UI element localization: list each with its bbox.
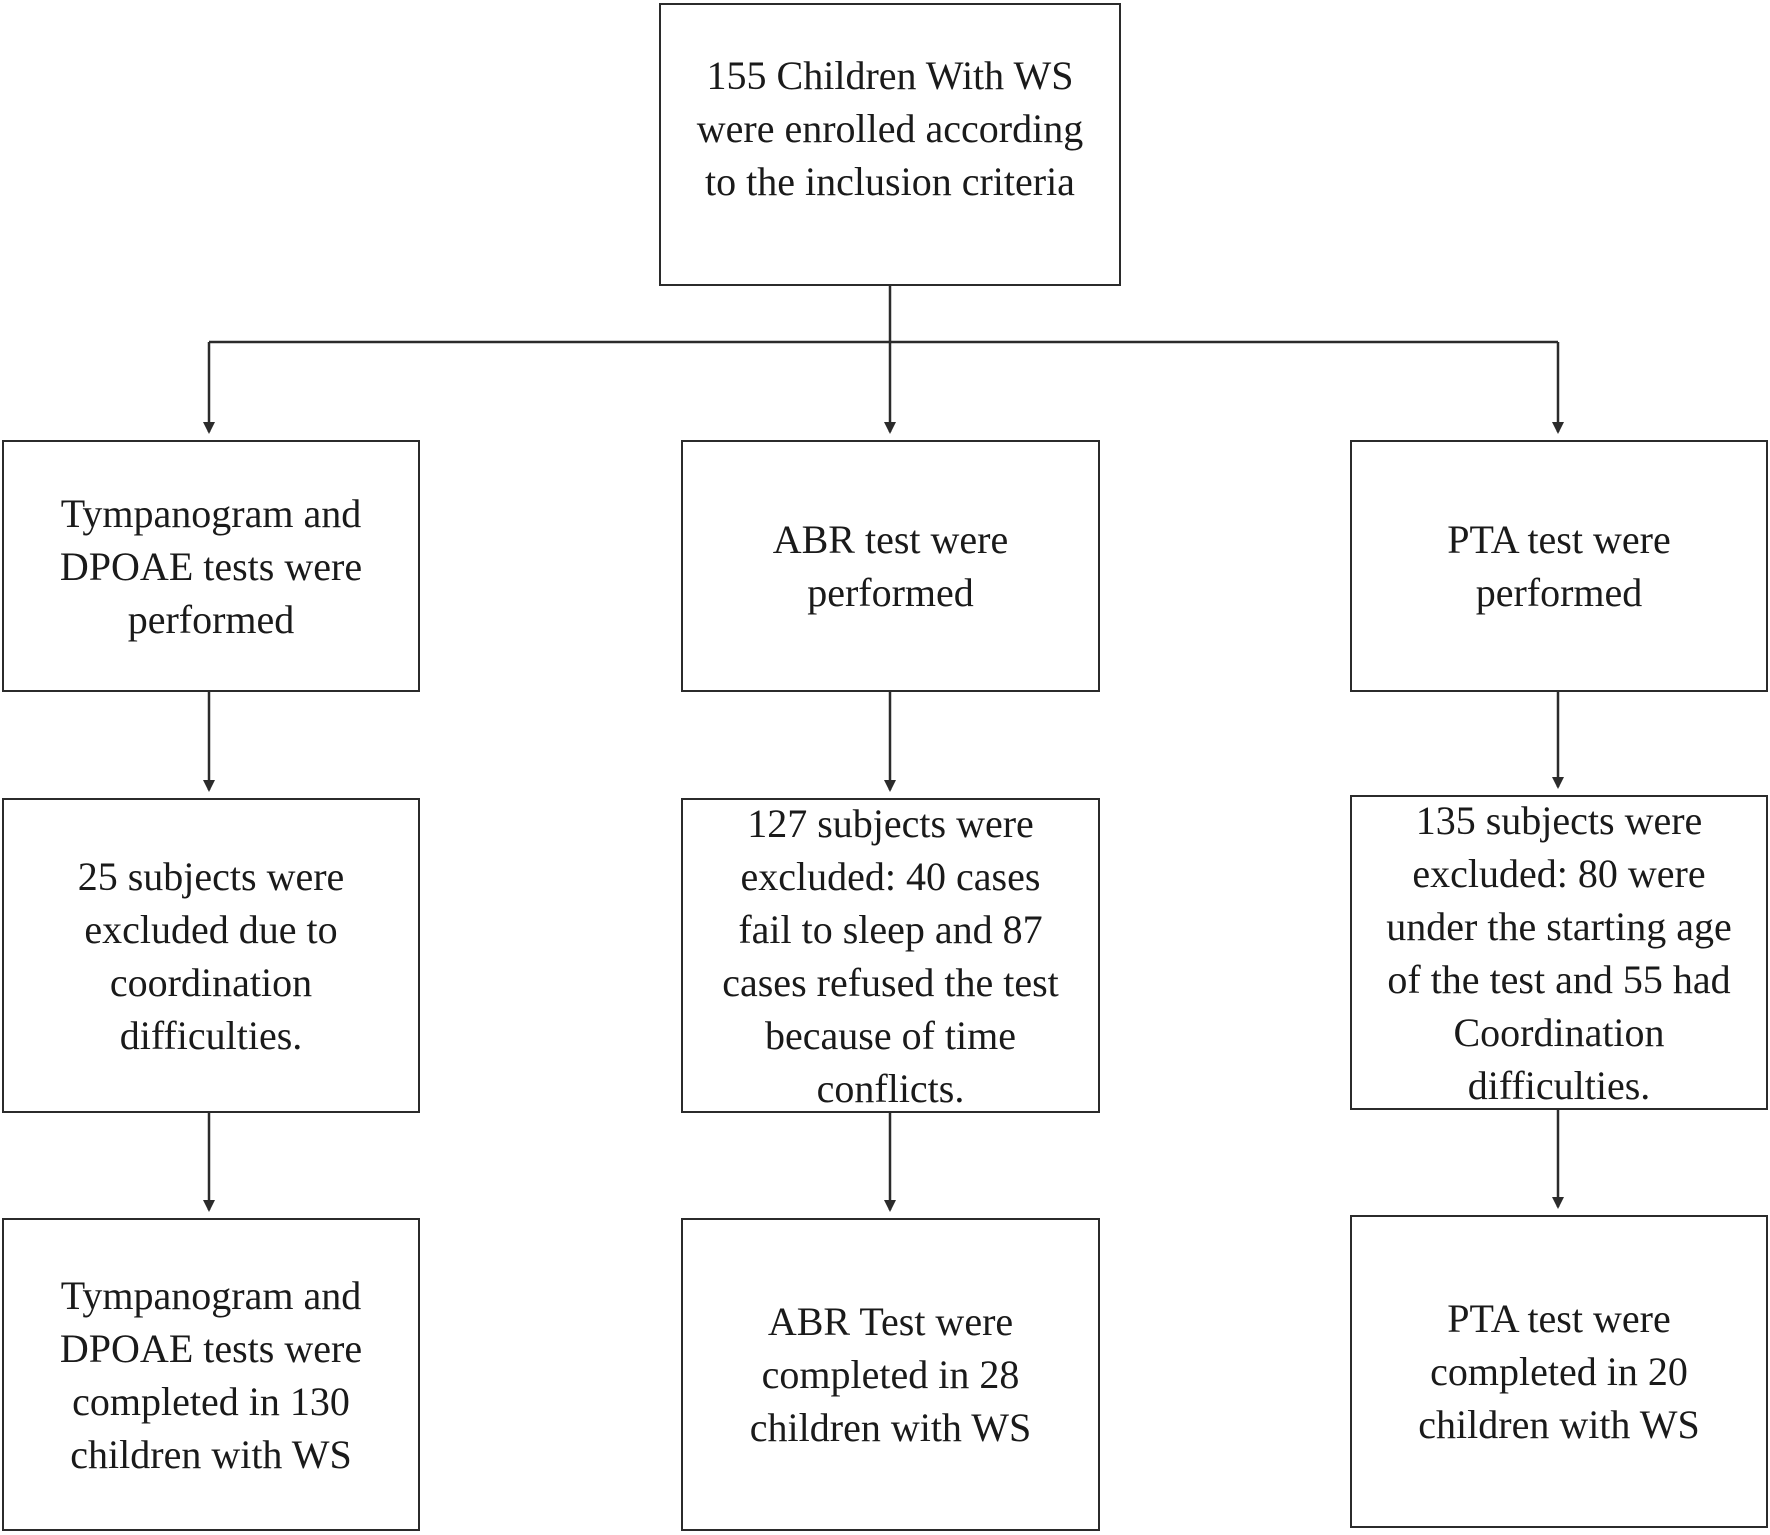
branch-2-completed-text: ABR Test were completed in 28 children w… — [749, 1299, 1032, 1450]
branch-3-completed-box: PTA test were completed in 20 children w… — [1350, 1215, 1768, 1528]
branch-2-excluded-text: 127 subjects were excluded: 40 cases fai… — [722, 800, 1059, 1111]
branch-2-test-text: ABR test were performed — [772, 517, 1009, 615]
branch-1-test-text: Tympanogram and DPOAE tests were perform… — [59, 490, 363, 642]
branch-1-test-box: Tympanogram and DPOAE tests were perform… — [2, 440, 420, 692]
branch-2-excluded-box: 127 subjects were excluded: 40 cases fai… — [681, 798, 1100, 1113]
branch-2-test-box: ABR test were performed — [681, 440, 1100, 692]
branch-2-completed-box: ABR Test were completed in 28 children w… — [681, 1218, 1100, 1531]
branch-3-test-box: PTA test were performed — [1350, 440, 1768, 692]
branch-3-excluded-text: 135 subjects were excluded: 80 were unde… — [1386, 797, 1732, 1108]
enrollment-box: 155 Children With WS were enrolled accor… — [659, 3, 1121, 286]
branch-3-completed-text: PTA test were completed in 20 children w… — [1418, 1296, 1700, 1447]
enrollment-text: 155 Children With WS were enrolled accor… — [696, 53, 1084, 204]
branch-3-excluded-box: 135 subjects were excluded: 80 were unde… — [1350, 795, 1768, 1110]
branch-1-excluded-box: 25 subjects were excluded due to coordin… — [2, 798, 420, 1113]
branch-1-excluded-text: 25 subjects were excluded due to coordin… — [77, 853, 345, 1058]
branch-3-test-text: PTA test were performed — [1447, 517, 1671, 615]
branch-1-completed-box: Tympanogram and DPOAE tests were complet… — [2, 1218, 420, 1531]
branch-1-completed-text: Tympanogram and DPOAE tests were complet… — [59, 1272, 363, 1477]
